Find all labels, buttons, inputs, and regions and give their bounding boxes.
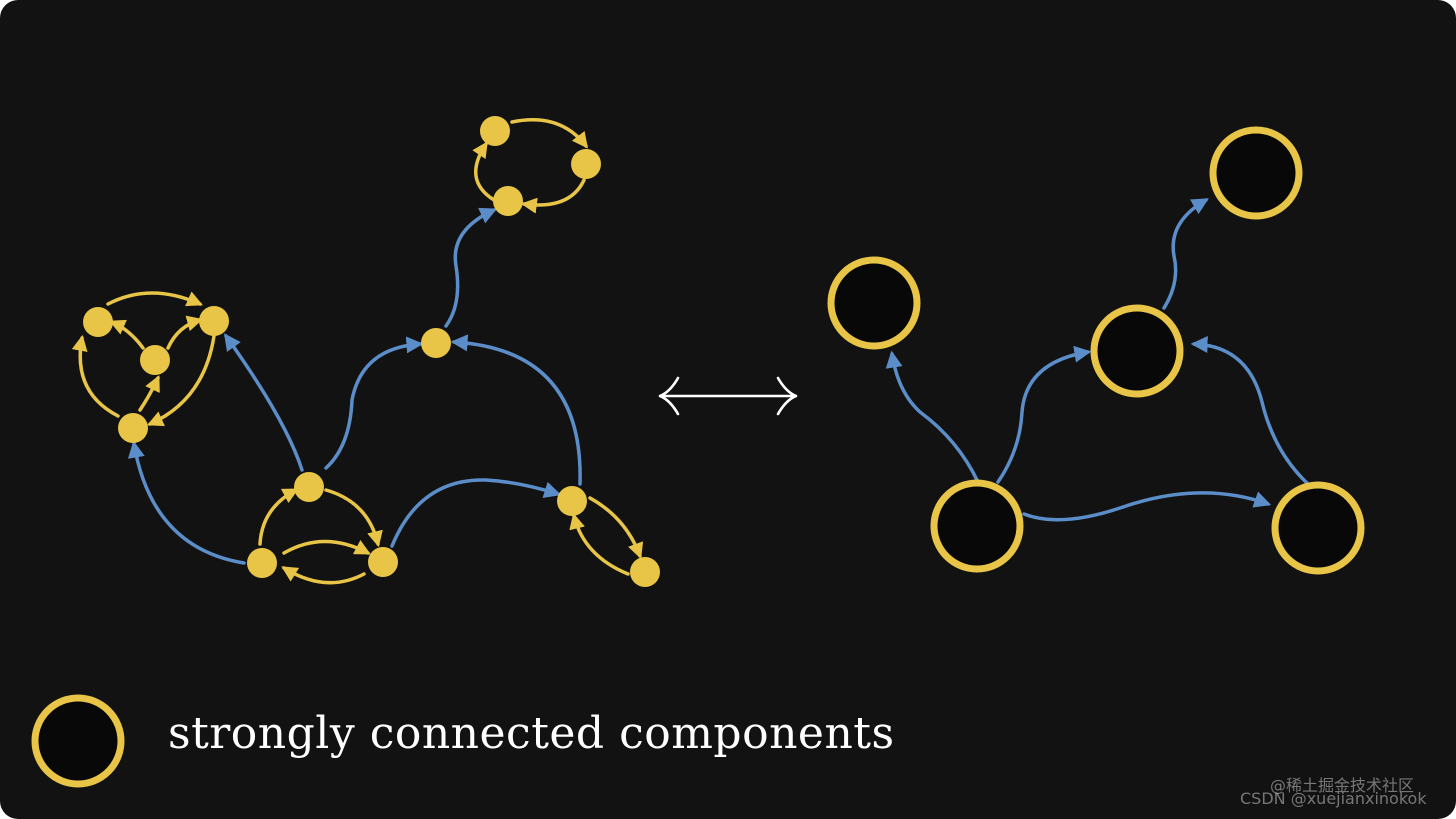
scc-edge-2: [996, 345, 1092, 484]
edge-d2: [569, 512, 630, 576]
edge-a4: [71, 334, 120, 418]
left-graph-intra-edges: [71, 118, 644, 585]
edge-c3: [282, 539, 371, 555]
node-c1: [294, 472, 324, 502]
edge-b1: [510, 118, 588, 149]
node-b1: [480, 116, 510, 146]
node-d1: [557, 486, 587, 516]
edge-b3: [472, 141, 496, 202]
edge-blue-5: [390, 478, 562, 548]
node-d2: [630, 557, 660, 587]
node-c2: [247, 548, 277, 578]
edge-blue-3: [324, 336, 424, 470]
scc-node-bottom-right: [1271, 481, 1365, 575]
edge-a6: [147, 334, 216, 427]
edge-a1: [106, 291, 203, 307]
edge-c2: [324, 488, 383, 548]
edge-blue-4: [444, 207, 498, 328]
scc-edge-5: [1190, 336, 1310, 486]
scc-edge-4: [1022, 491, 1272, 522]
node-a4: [118, 413, 148, 443]
edge-b2: [520, 178, 586, 214]
scc-node-left: [827, 256, 921, 350]
edge-blue-2: [224, 333, 304, 472]
edge-a5: [138, 375, 160, 412]
edge-a3: [109, 319, 145, 350]
edge-blue-6: [450, 334, 582, 486]
edge-d1: [588, 496, 644, 560]
edge-blue-1: [127, 440, 246, 565]
legend-label: strongly connected components: [168, 708, 895, 759]
left-graph-nodes: [83, 116, 660, 587]
scc-node-top: [1209, 126, 1303, 220]
right-graph-edges: [885, 198, 1310, 522]
equivalence-arrow: [658, 376, 798, 416]
scc-edge-3: [1162, 198, 1209, 310]
scc-node-middle: [1090, 304, 1184, 398]
node-a1: [83, 307, 113, 337]
node-b3: [493, 186, 523, 216]
node-hub: [421, 328, 451, 358]
right-graph-nodes: [827, 126, 1365, 575]
node-b2: [571, 149, 601, 179]
edge-a2: [166, 315, 204, 350]
scc-node-bottom-left: [930, 479, 1024, 573]
node-a3: [140, 345, 170, 375]
node-c3: [368, 547, 398, 577]
watermark-line-2: CSDN @xuejianxinokok: [1240, 789, 1427, 808]
edge-c1: [258, 488, 299, 546]
left-graph-inter-edges: [127, 207, 582, 565]
edge-c4: [281, 566, 366, 585]
scc-edge-1: [885, 350, 980, 484]
watermark-line-1: @稀土掘金技术社区: [1270, 776, 1415, 795]
legend-scc-symbol: [31, 694, 125, 788]
node-a2: [199, 306, 229, 336]
